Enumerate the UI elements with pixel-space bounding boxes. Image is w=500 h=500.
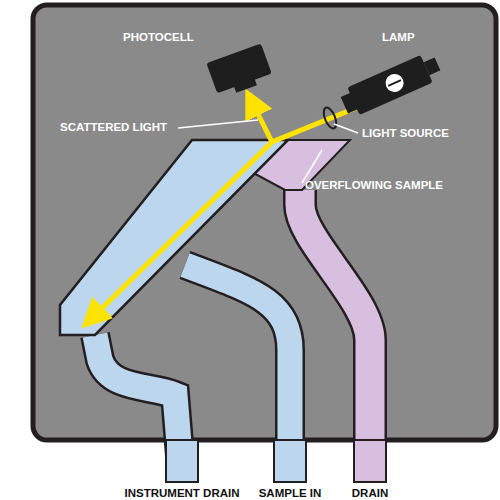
- pipe-fitting: [166, 440, 198, 482]
- pipe-fitting: [354, 440, 386, 482]
- leader-line: [334, 124, 358, 133]
- label: INSTRUMENT DRAIN: [125, 488, 240, 500]
- drain-pipe: [300, 190, 370, 480]
- scattered-light-beam: [252, 102, 272, 142]
- label: OVERFLOWING SAMPLE: [305, 180, 443, 192]
- pipe-fitting: [274, 440, 306, 482]
- photocell: [206, 43, 273, 99]
- label: DRAIN: [352, 488, 388, 500]
- drain-pipe-outline: [300, 190, 370, 480]
- lens: [321, 106, 339, 130]
- label: SAMPLE IN: [259, 488, 322, 500]
- label: SCATTERED LIGHT: [60, 122, 167, 134]
- label: LIGHT SOURCE: [362, 128, 449, 140]
- lamp: [338, 50, 443, 119]
- leader-line: [178, 120, 258, 128]
- label: LAMP: [382, 32, 415, 44]
- label: PHOTOCELL: [123, 32, 194, 44]
- leader-line: [302, 150, 322, 183]
